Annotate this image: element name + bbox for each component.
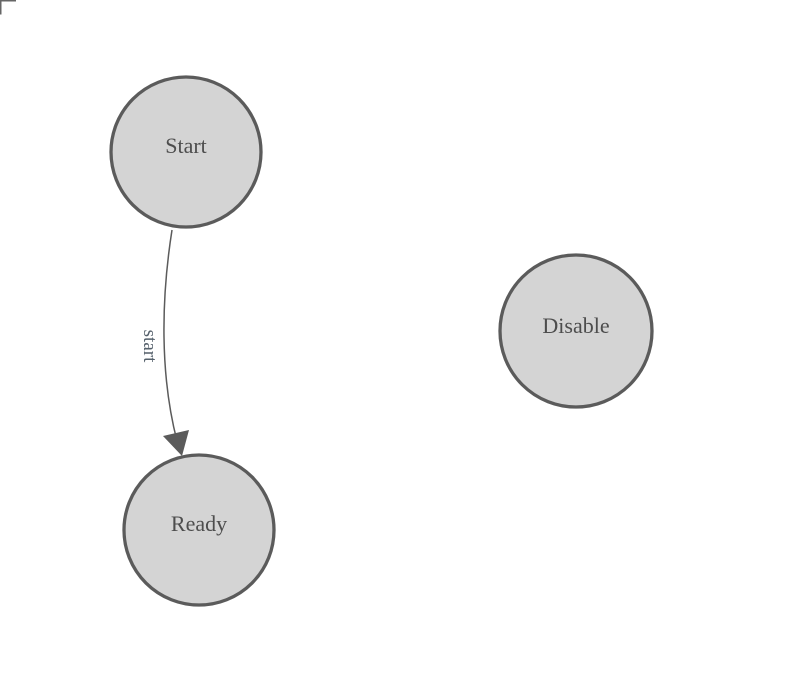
node-ready[interactable]: Ready [122,453,276,607]
node-disable[interactable]: Disable [498,253,654,409]
node-ready-circle[interactable] [122,453,276,607]
edge-arrowhead-icon [163,430,189,456]
node-disable-label: Disable [542,313,609,338]
edge-start-to-ready[interactable]: start [139,229,189,456]
edge-label[interactable]: start [139,330,160,363]
node-disable-circle[interactable] [498,253,654,409]
edge-line[interactable] [163,229,178,442]
node-start-circle[interactable] [109,75,263,229]
node-ready-label: Ready [171,511,227,536]
node-start[interactable]: Start [109,75,263,229]
node-start-label: Start [165,133,207,158]
canvas-corner-mark [0,0,16,15]
